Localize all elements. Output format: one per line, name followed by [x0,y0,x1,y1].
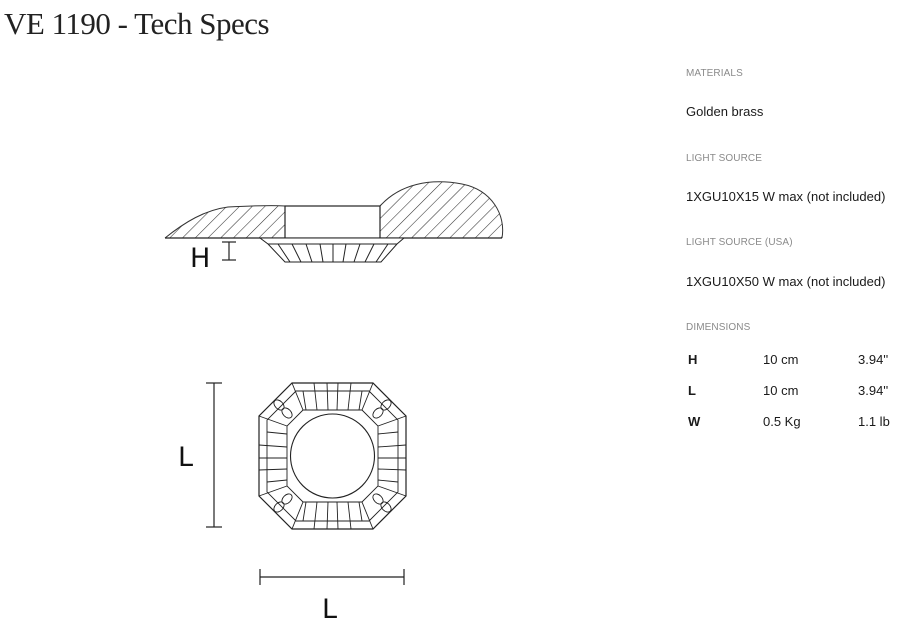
dimension-metric: 10 cm [763,383,799,398]
height-label: H [190,243,211,274]
dimension-imperial: 1.1 lb [858,414,890,429]
ceiling-section [164,181,504,239]
dimension-metric: 0.5 Kg [763,414,801,429]
page-title: VE 1190 - Tech Specs [4,6,270,41]
light-source-label: LIGHT SOURCE [686,153,763,164]
dimension-key: W [688,414,701,429]
length-horizontal-label: L [322,594,338,625]
technical-drawing [164,181,504,585]
light-source-value: 1XGU10X15 W max (not included) [686,189,886,204]
length-vertical-label: L [178,442,194,473]
light-source-usa-value: 1XGU10X50 W max (not included) [686,274,886,289]
dimension-imperial: 3.94'' [858,352,889,367]
dimension-imperial: 3.94'' [858,383,889,398]
dimension-row-h: H 10 cm 3.94'' [686,352,900,370]
fixture-top-view [258,382,407,530]
dimensions-label: DIMENSIONS [686,322,751,333]
dimension-key: H [688,352,698,367]
materials-value: Golden brass [686,104,764,119]
fixture-side-profile [258,237,406,263]
dimension-row-w: W 0.5 Kg 1.1 lb [686,414,900,432]
light-source-usa-label: LIGHT SOURCE (USA) [686,237,793,248]
length-horizontal-dimension-line [259,569,405,585]
materials-label: MATERIALS [686,68,743,79]
height-dimension-line [222,241,236,261]
dimension-row-l: L 10 cm 3.94'' [686,383,900,401]
dimension-metric: 10 cm [763,352,799,367]
length-vertical-dimension-line [206,382,222,528]
dimension-key: L [688,383,696,398]
